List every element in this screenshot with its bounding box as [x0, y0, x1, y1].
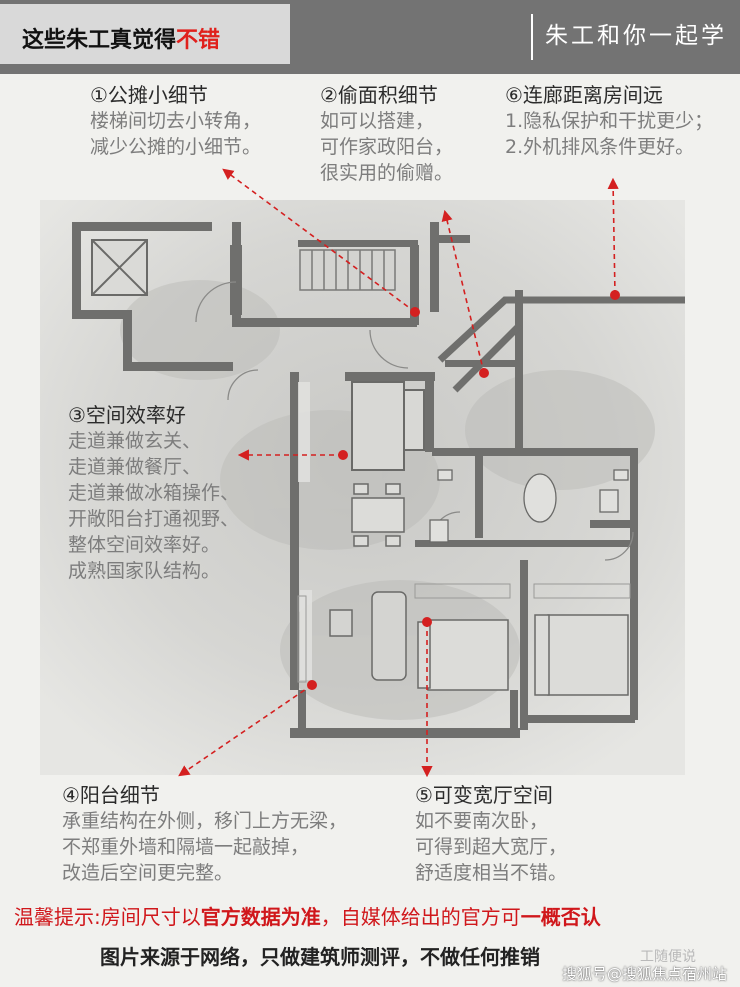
note-line: 可得到超大宽厅，	[415, 836, 568, 858]
note-title: ⑤可变宽厅空间	[415, 783, 553, 807]
note-title: ⑥连廊距离房间远	[505, 83, 663, 107]
note-line: 如不要南次卧，	[415, 810, 549, 832]
note-line: 舒适度相当不错。	[415, 862, 568, 884]
note-line: 可作家政阳台，	[320, 136, 454, 158]
note-line: 2.外机排风条件更好。	[505, 136, 695, 158]
note-line: 不郑重外墙和隔墙一起敲掉，	[62, 836, 310, 858]
elevator	[91, 239, 148, 296]
note-line: 减少公摊的小细节。	[90, 136, 262, 158]
note-line: 承重结构在外侧，移门上方无梁，	[62, 810, 348, 832]
title-highlight: 不错	[176, 28, 221, 53]
note-bonus-area: ②偷面积细节 如可以搭建， 可作家政阳台， 很实用的偷赠。	[320, 82, 453, 186]
header-divider	[531, 14, 533, 60]
kitchen	[351, 381, 425, 471]
note-line: 整体空间效率好。	[68, 534, 221, 556]
beds	[417, 614, 629, 696]
windows	[297, 583, 631, 683]
note-line: 走道兼做玄关、	[68, 430, 202, 452]
header-bar: 这些朱工真觉得不错 朱工和你一起学	[0, 0, 740, 74]
page-title: 这些朱工真觉得不错	[22, 28, 221, 53]
door-swings	[195, 281, 634, 561]
note-public-share: ①公摊小细节 楼梯间切去小转角， 减少公摊的小细节。	[90, 82, 261, 160]
warn-bold-2: 一概否认	[520, 905, 601, 929]
warning-text: 温馨提示:房间尺寸以官方数据为准，自媒体给出的官方可一概否认	[14, 905, 601, 929]
title-box: 这些朱工真觉得不错	[0, 4, 290, 64]
note-title: ①公摊小细节	[90, 83, 208, 107]
note-line: 改造后空间更完整。	[62, 862, 234, 884]
note-balcony-detail: ④阳台细节 承重结构在外侧，移门上方无梁， 不郑重外墙和隔墙一起敲掉， 改造后空…	[62, 782, 347, 886]
note-line: 如可以搭建，	[320, 110, 435, 132]
note-space-efficiency: ③空间效率好 走道兼做玄关、 走道兼做餐厅、 走道兼做冰箱操作、 开敞阳台打通视…	[68, 402, 239, 584]
sofa	[329, 591, 407, 681]
header-slogan: 朱工和你一起学	[545, 23, 727, 49]
note-line: 开敞阳台打通视野、	[68, 508, 240, 530]
bathroom-fixtures	[429, 469, 629, 543]
note-corridor-distance: ⑥连廊距离房间远 1.隐私保护和干扰更少； 2.外机排风条件更好。	[505, 82, 713, 160]
note-title: ④阳台细节	[62, 783, 160, 807]
note-line: 成熟国家队结构。	[68, 560, 221, 582]
stairs	[299, 249, 396, 291]
annotation-arrows	[178, 168, 620, 778]
note-line: 很实用的偷赠。	[320, 162, 454, 184]
note-line: 楼梯间切去小转角，	[90, 110, 262, 132]
note-title: ②偷面积细节	[320, 83, 438, 107]
sohu-watermark: 搜狐号@搜狐焦点宿州站	[562, 965, 728, 983]
faint-watermark: 工随便说	[640, 949, 696, 965]
note-line: 走道兼做餐厅、	[68, 456, 202, 478]
warn-bold-1: 官方数据为准	[200, 905, 321, 929]
dining-table	[351, 483, 405, 547]
disclaimer-text: 图片来源于网络，只做建筑师测评，不做任何推销	[100, 945, 540, 969]
corridor	[437, 296, 685, 393]
note-wide-living-room: ⑤可变宽厅空间 如不要南次卧， 可得到超大宽厅， 舒适度相当不错。	[415, 782, 567, 886]
note-title: ③空间效率好	[68, 403, 186, 427]
note-line: 走道兼做冰箱操作、	[68, 482, 240, 504]
note-line: 1.隐私保护和干扰更少；	[505, 110, 714, 132]
